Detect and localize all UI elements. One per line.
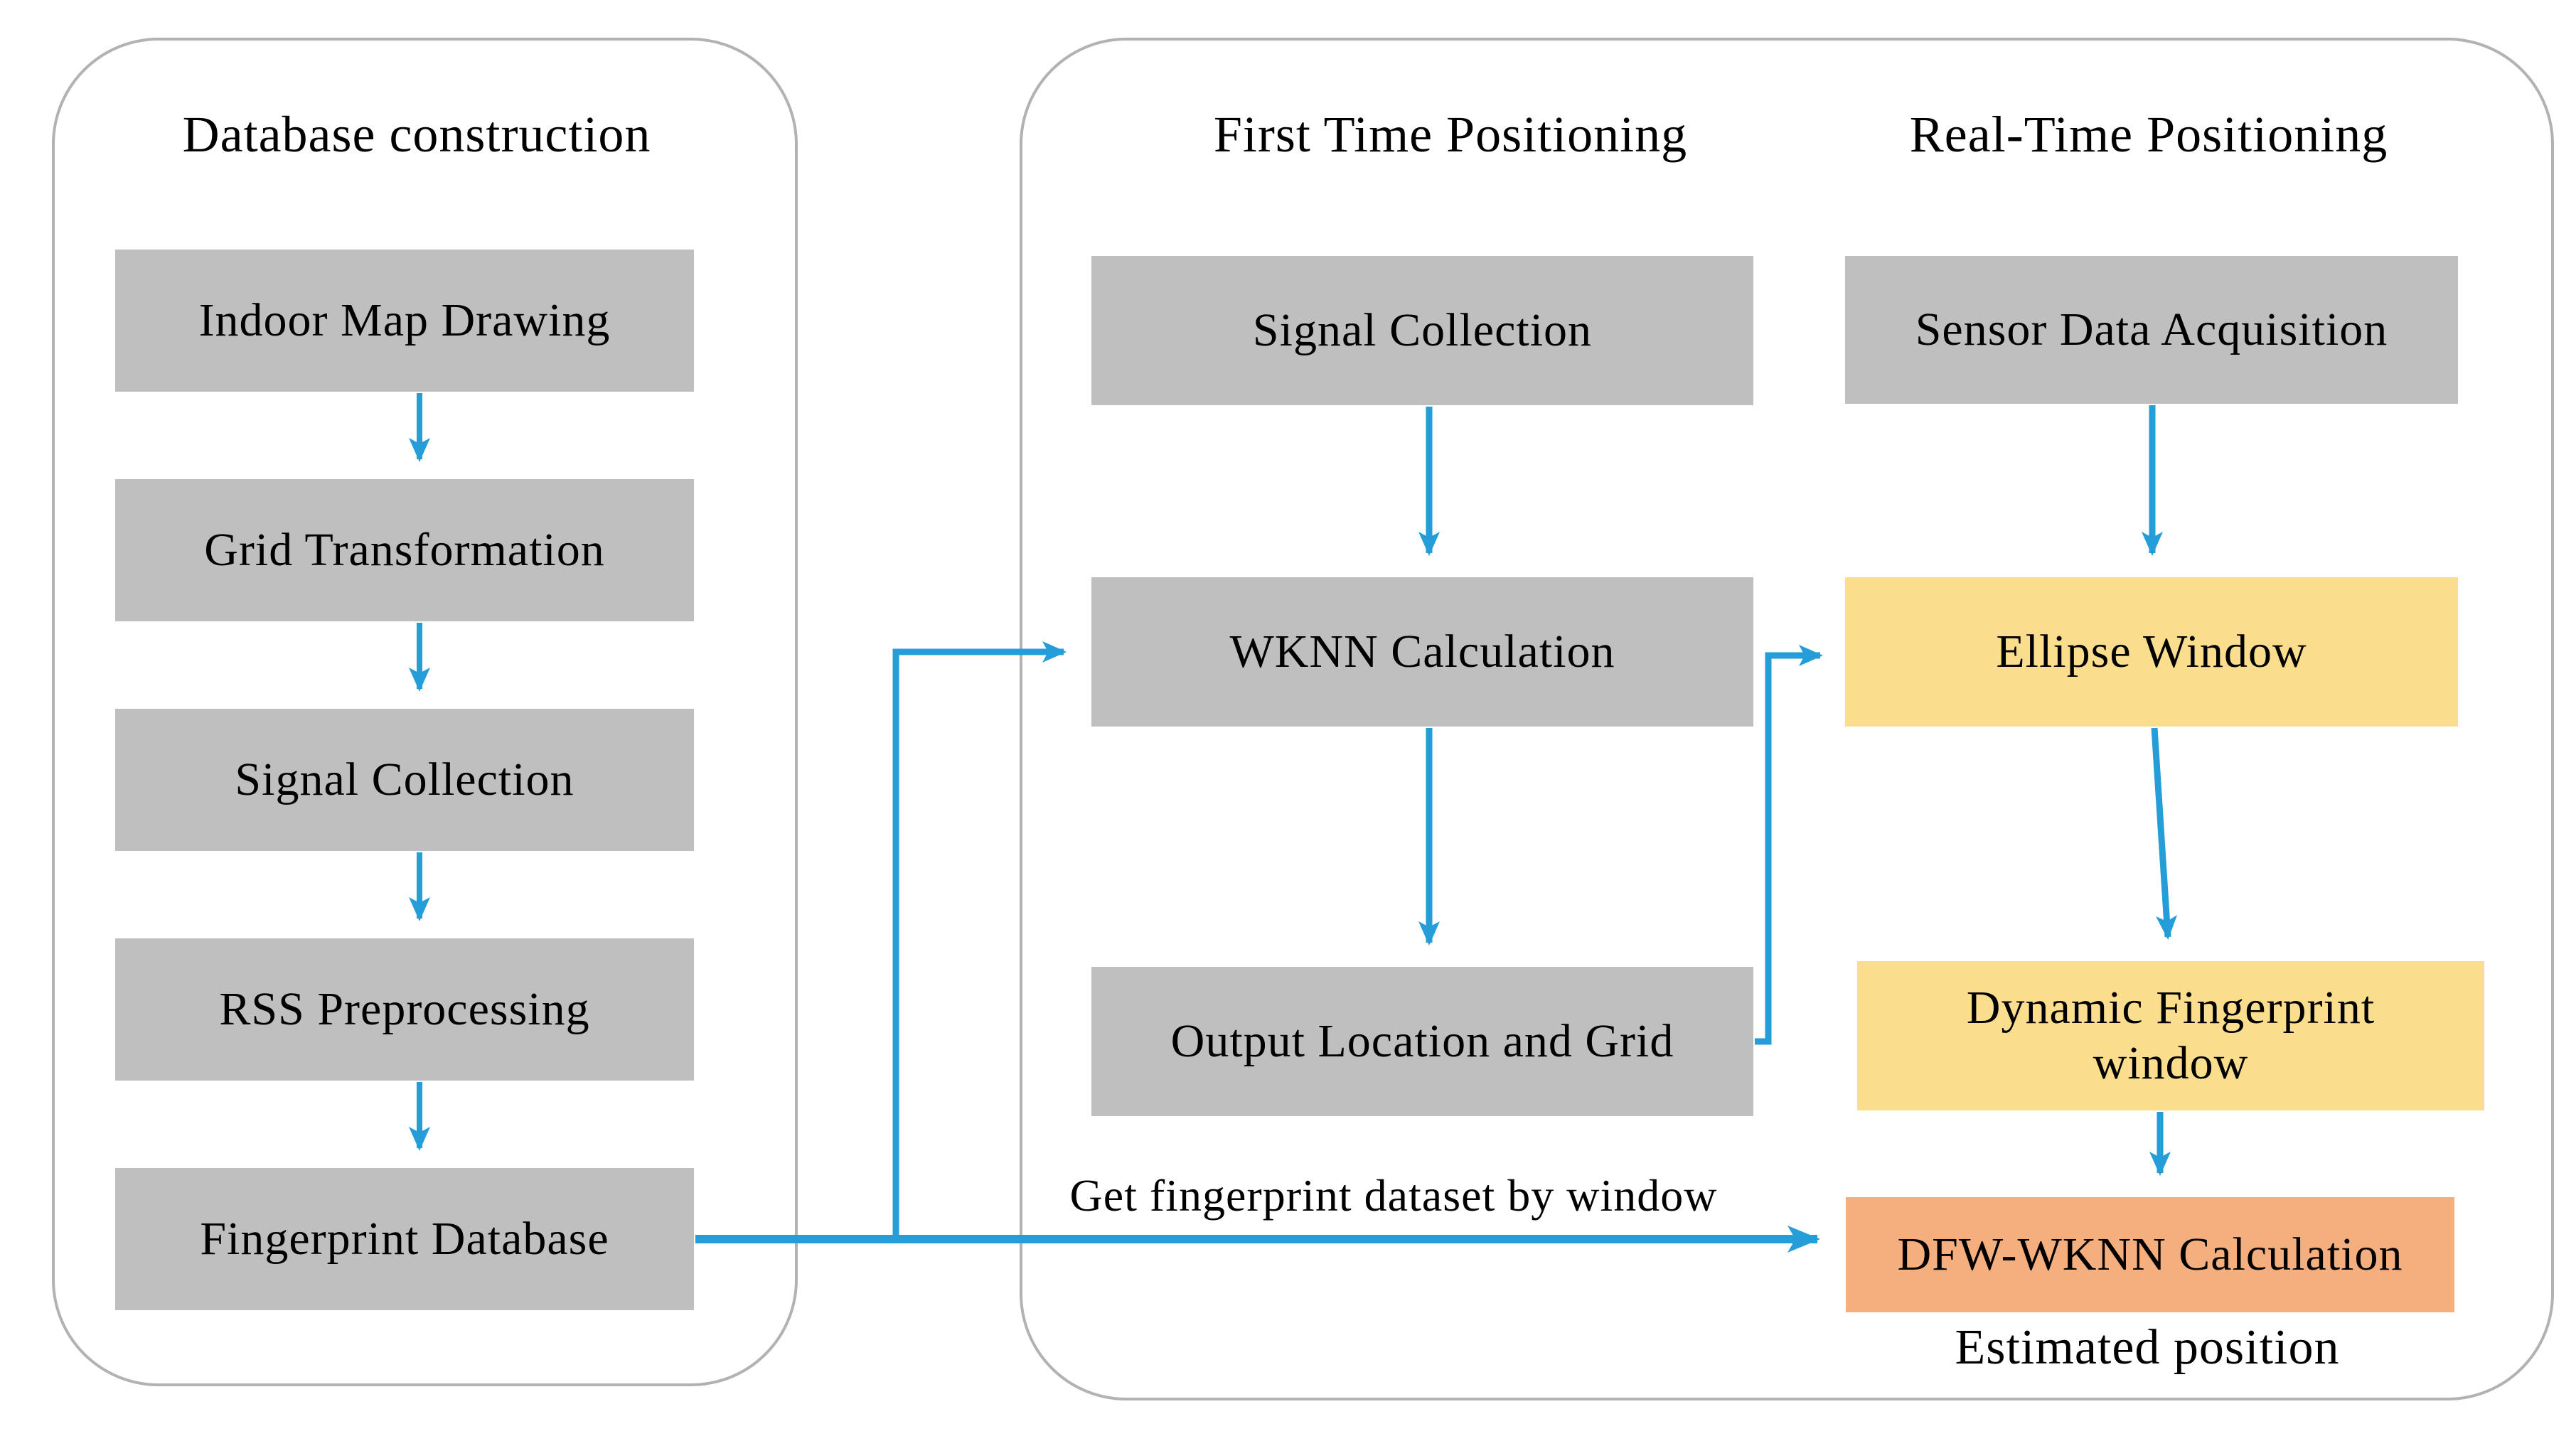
- step-rss-preprocessing: RSS Preprocessing: [115, 938, 694, 1081]
- step-signal-collection-ft: Signal Collection: [1091, 256, 1753, 405]
- step-grid-transformation: Grid Transformation: [115, 479, 694, 621]
- step-dfw-wknn-calculation: DFW-WKNN Calculation: [1846, 1197, 2454, 1312]
- real-time-positioning-title: Real-Time Positioning: [1909, 106, 2388, 163]
- step-sensor-data-acquisition: Sensor Data Acquisition: [1845, 256, 2458, 404]
- step-fingerprint-database: Fingerprint Database: [115, 1168, 694, 1310]
- step-wknn-calculation: WKNN Calculation: [1091, 577, 1753, 727]
- step-signal-collection-db: Signal Collection: [115, 709, 694, 851]
- first-time-positioning-title: First Time Positioning: [1213, 106, 1688, 163]
- edge-label-get-fingerprint-dataset: Get fingerprint dataset by window: [1069, 1170, 1718, 1221]
- step-indoor-map-drawing: Indoor Map Drawing: [115, 250, 694, 392]
- database-construction-title: Database construction: [182, 106, 651, 163]
- result-label-estimated-position: Estimated position: [1955, 1320, 2340, 1375]
- step-ellipse-window: Ellipse Window: [1845, 577, 2458, 727]
- step-output-location-and-grid: Output Location and Grid: [1091, 967, 1753, 1116]
- step-dynamic-fingerprint-window: Dynamic Fingerprint window: [1857, 961, 2484, 1110]
